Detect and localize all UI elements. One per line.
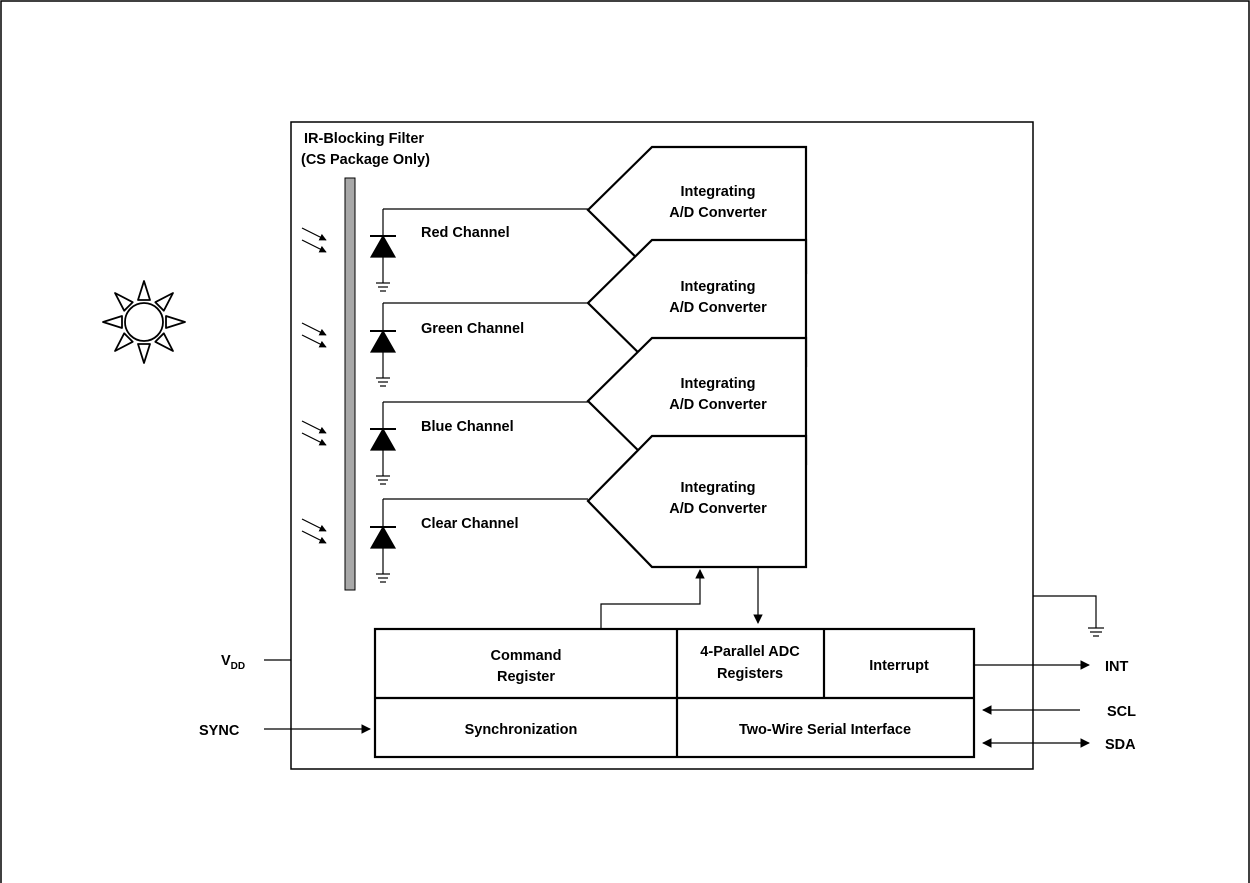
pin-int-label: INT bbox=[1105, 659, 1129, 675]
adc-converter-4: Integrating A/D Converter bbox=[586, 434, 808, 569]
photodiode-green bbox=[369, 302, 588, 387]
svg-text:Integrating: Integrating bbox=[681, 376, 756, 392]
serial-interface-label: Two-Wire Serial Interface bbox=[739, 722, 911, 738]
ir-blocking-filter bbox=[344, 177, 356, 591]
ground-icon bbox=[376, 282, 390, 292]
ground-icon bbox=[376, 573, 390, 583]
command-register-label-2: Register bbox=[497, 669, 555, 685]
ground-icon bbox=[376, 475, 390, 485]
channel-label-clear: Clear Channel bbox=[421, 516, 519, 532]
adc-registers-label-2: Registers bbox=[717, 666, 783, 682]
light-rays-icon bbox=[301, 227, 327, 544]
ground-icon bbox=[1033, 595, 1104, 637]
filter-subtitle: (CS Package Only) bbox=[301, 152, 430, 168]
pin-sda-label: SDA bbox=[1105, 737, 1136, 753]
svg-text:Integrating: Integrating bbox=[681, 480, 756, 496]
pin-vdd-label: VDD bbox=[221, 653, 245, 672]
svg-text:Integrating: Integrating bbox=[681, 184, 756, 200]
command-register-label: Command bbox=[491, 648, 562, 664]
svg-text:A/D Converter: A/D Converter bbox=[669, 205, 767, 221]
chip-body bbox=[290, 121, 1034, 770]
register-block bbox=[373, 627, 976, 759]
svg-text:A/D Converter: A/D Converter bbox=[669, 397, 767, 413]
command-to-adc-wire bbox=[600, 569, 705, 629]
photodiode-red bbox=[369, 208, 588, 292]
svg-text:A/D Converter: A/D Converter bbox=[669, 501, 767, 517]
synchronization-label: Synchronization bbox=[465, 722, 578, 738]
channel-label-blue: Blue Channel bbox=[421, 419, 514, 435]
sun-icon bbox=[102, 280, 186, 364]
filter-title: IR-Blocking Filter bbox=[304, 131, 424, 147]
photodiode-clear bbox=[369, 498, 588, 583]
channel-label-green: Green Channel bbox=[421, 321, 524, 337]
svg-text:A/D Converter: A/D Converter bbox=[669, 300, 767, 316]
ground-icon bbox=[376, 377, 390, 387]
interrupt-label: Interrupt bbox=[869, 658, 929, 674]
pin-sync-label: SYNC bbox=[199, 723, 240, 739]
svg-text:Integrating: Integrating bbox=[681, 279, 756, 295]
pin-scl-label: SCL bbox=[1107, 704, 1136, 720]
adc-registers-label: 4-Parallel ADC bbox=[700, 644, 800, 660]
channel-label-red: Red Channel bbox=[421, 225, 510, 241]
photodiode-blue bbox=[369, 401, 588, 485]
